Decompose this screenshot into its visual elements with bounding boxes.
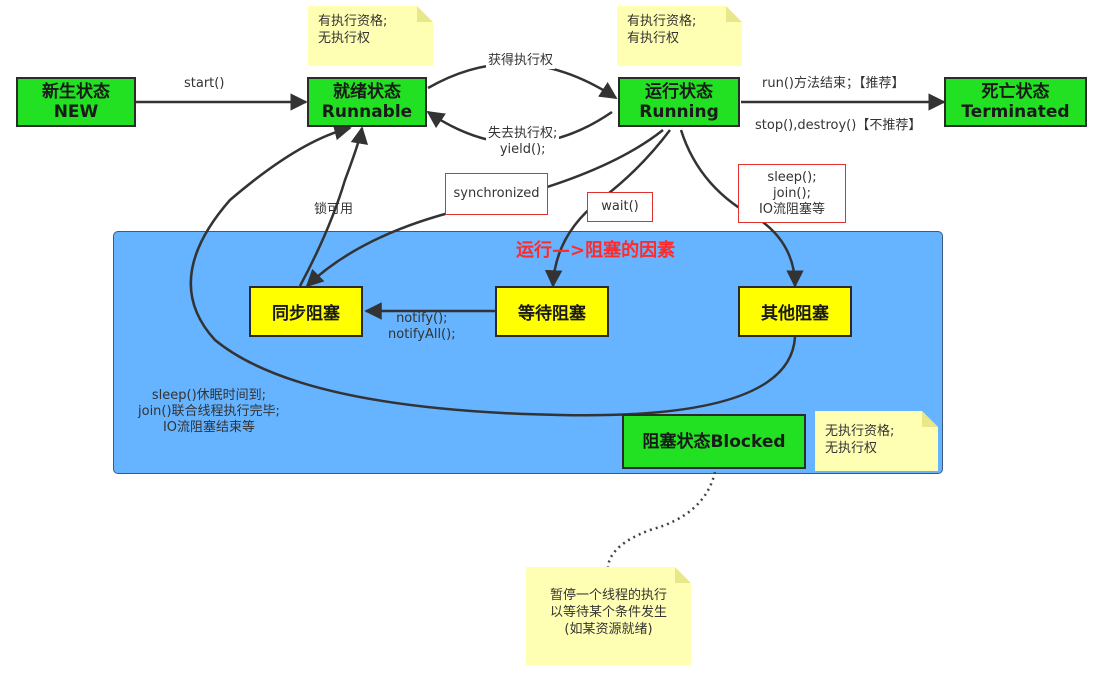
- label-stop: stop(),destroy()【不推荐】: [755, 118, 922, 133]
- label-wait-text: wait(): [601, 199, 639, 214]
- label-wake-line1: sleep()休眠时间到;: [151, 388, 267, 403]
- label-notify-line2: notifyAll();: [388, 327, 456, 342]
- block-sync: 同步阻塞: [249, 286, 363, 337]
- note-pause-line1: 暂停一个线程的执行: [549, 588, 667, 603]
- state-running-cn: 运行状态: [645, 82, 713, 102]
- label-other: sleep(); join(); IO流阻塞等: [738, 164, 846, 223]
- label-wake-line2: join()联合线程执行完毕;: [138, 404, 280, 419]
- block-sync-label: 同步阻塞: [272, 304, 340, 324]
- label-sync: synchronized: [445, 173, 548, 215]
- note-running: 有执行资格; 有执行权: [617, 6, 742, 66]
- label-other-line2: join();: [773, 185, 811, 201]
- note-pause-line3: (如某资源就绪): [564, 622, 653, 637]
- state-runnable-cn: 就绪状态: [333, 82, 401, 102]
- state-blocked: 阻塞状态Blocked: [622, 414, 806, 469]
- label-notify: notify(); notifyAll();: [388, 311, 456, 343]
- block-wait-label: 等待阻塞: [518, 304, 586, 324]
- note-runnable: 有执行资格; 无执行权: [308, 6, 433, 66]
- state-blocked-label: 阻塞状态Blocked: [642, 431, 786, 452]
- label-lose-cpu-line2: yield();: [499, 142, 546, 157]
- state-running-en: Running: [639, 102, 719, 122]
- label-lose-cpu-line1: 失去执行权;: [488, 126, 558, 141]
- state-new: 新生状态 NEW: [16, 77, 136, 127]
- state-runnable: 就绪状态 Runnable: [307, 77, 427, 127]
- blocking-factors-heading: 运行—>阻塞的因素: [516, 240, 676, 261]
- label-run-end: run()方法结束；【推荐】: [762, 76, 905, 91]
- state-terminated-cn: 死亡状态: [981, 82, 1050, 102]
- state-terminated-en: Terminated: [961, 102, 1070, 122]
- label-lose-cpu: 失去执行权; yield();: [486, 126, 560, 158]
- note-pause-line2: 以等待某个条件发生: [549, 605, 667, 620]
- state-runnable-en: Runnable: [321, 102, 413, 122]
- note-running-line2: 有执行权: [627, 31, 680, 46]
- label-start: start(): [184, 76, 225, 91]
- block-other-label: 其他阻塞: [761, 304, 829, 324]
- state-new-en: NEW: [53, 102, 99, 122]
- label-other-line3: IO流阻塞等: [758, 201, 826, 217]
- note-running-line1: 有执行资格;: [627, 14, 697, 29]
- note-runnable-line2: 无执行权: [318, 31, 371, 46]
- block-wait: 等待阻塞: [495, 286, 609, 337]
- label-get-cpu: 获得执行权: [486, 53, 556, 69]
- note-blocked-line2: 无执行权: [825, 441, 878, 456]
- label-other-line1: sleep();: [767, 169, 817, 185]
- note-blocked-line1: 无执行资格;: [825, 424, 895, 439]
- label-sync-text: synchronized: [453, 186, 540, 201]
- note-pause: 暂停一个线程的执行 以等待某个条件发生 (如某资源就绪): [526, 567, 691, 665]
- label-wake-line3: IO流阻塞结束等: [162, 420, 256, 435]
- state-running: 运行状态 Running: [618, 77, 740, 127]
- label-wait: wait(): [587, 192, 653, 222]
- note-runnable-line1: 有执行资格;: [318, 14, 388, 29]
- note-blocked: 无执行资格; 无执行权: [815, 411, 938, 471]
- label-wake: sleep()休眠时间到; join()联合线程执行完毕; IO流阻塞结束等: [138, 388, 280, 436]
- block-other: 其他阻塞: [738, 286, 852, 337]
- state-terminated: 死亡状态 Terminated: [944, 77, 1087, 127]
- state-new-cn: 新生状态: [42, 82, 110, 102]
- label-notify-line1: notify();: [396, 311, 448, 326]
- label-lock: 锁可用: [314, 202, 354, 217]
